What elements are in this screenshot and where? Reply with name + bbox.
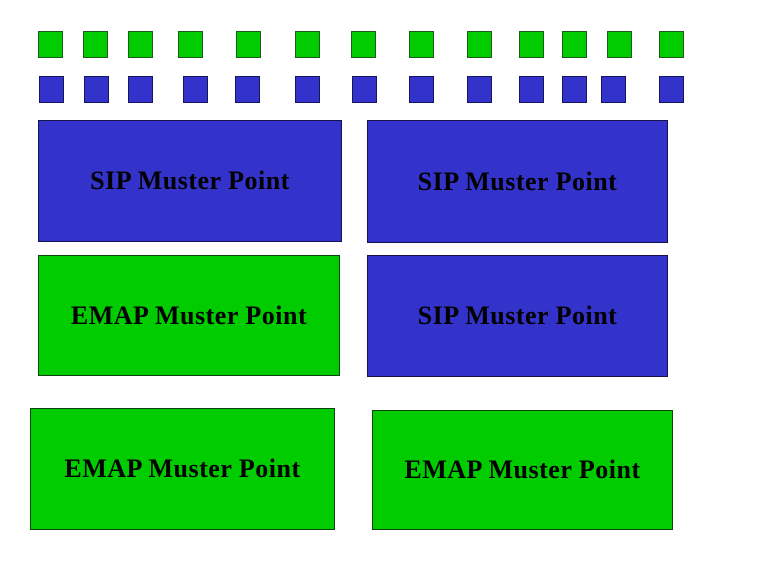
green-indicator-square	[659, 31, 684, 58]
green-indicator-square	[128, 31, 153, 58]
muster-point-label: EMAP Muster Point	[64, 454, 301, 483]
muster-point-label: SIP Muster Point	[90, 166, 290, 195]
muster-point-label: EMAP Muster Point	[70, 300, 308, 330]
blue-indicator-square	[409, 76, 434, 103]
green-indicator-square	[351, 31, 376, 58]
blue-indicator-square	[235, 76, 260, 103]
green-indicator-square	[295, 31, 320, 58]
muster-point-box: EMAP Muster Point	[30, 408, 335, 530]
green-indicator-square	[409, 31, 434, 58]
muster-point-box: SIP Muster Point	[367, 255, 668, 377]
blue-indicator-square	[519, 76, 544, 103]
blue-indicator-square	[352, 76, 377, 103]
muster-point-label: EMAP Muster Point	[404, 455, 641, 484]
green-indicator-square	[83, 31, 108, 58]
green-indicator-square	[178, 31, 203, 58]
blue-indicator-square	[84, 76, 109, 103]
muster-point-box: EMAP Muster Point	[38, 255, 340, 376]
green-indicator-square	[38, 31, 63, 58]
blue-indicator-square	[128, 76, 153, 103]
blue-indicator-square	[295, 76, 320, 103]
blue-indicator-square	[467, 76, 492, 103]
blue-indicator-square	[183, 76, 208, 103]
blue-indicator-square	[659, 76, 684, 103]
green-indicator-square	[236, 31, 261, 58]
muster-point-label: SIP Muster Point	[417, 301, 618, 330]
muster-point-box: EMAP Muster Point	[372, 410, 673, 530]
green-indicator-square	[562, 31, 587, 58]
blue-indicator-square	[601, 76, 626, 103]
blue-indicator-square	[39, 76, 64, 103]
muster-point-box: SIP Muster Point	[38, 120, 342, 242]
muster-point-label: SIP Muster Point	[417, 166, 618, 196]
blue-indicator-square	[562, 76, 587, 103]
green-indicator-square	[607, 31, 632, 58]
muster-point-box: SIP Muster Point	[367, 120, 668, 243]
green-indicator-square	[519, 31, 544, 58]
green-indicator-square	[467, 31, 492, 58]
